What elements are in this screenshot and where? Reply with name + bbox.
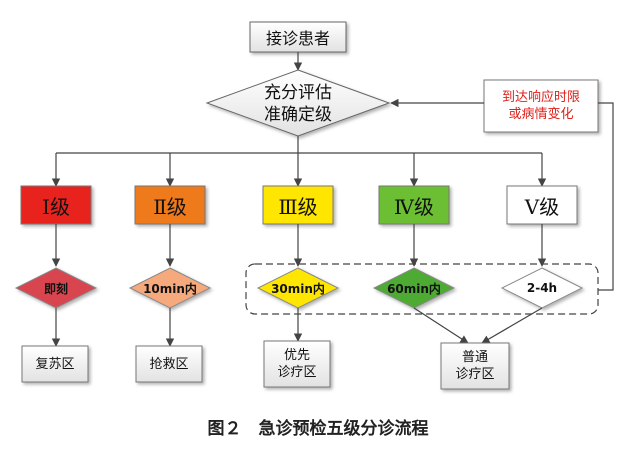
time-2-label: 10min内	[143, 281, 197, 296]
level-2-label: Ⅱ级	[153, 194, 187, 219]
level-3-label: Ⅲ级	[278, 194, 318, 219]
level-5-box	[506, 185, 578, 225]
level-4-box	[378, 185, 450, 225]
figure-caption: 图２ 急诊预检五级分诊流程	[207, 419, 429, 439]
time-4-label: 60min内	[387, 281, 441, 296]
level-3-box	[262, 185, 334, 225]
assess-label: 充分评估 准确定级	[264, 83, 332, 125]
start-box	[249, 21, 347, 53]
dest-priority-box	[263, 340, 331, 388]
time-5-to-dest-arrow	[481, 307, 543, 344]
feedback-box	[483, 79, 599, 133]
time-1-label: 即刻	[43, 281, 68, 296]
start-label: 接诊患者	[265, 29, 330, 48]
dest-resus-box	[21, 345, 89, 383]
feedback-loop-line	[598, 102, 614, 291]
time-5-label: 2-4h	[526, 281, 558, 295]
dashed-group-outline	[245, 263, 599, 315]
level-4-label: Ⅳ级	[394, 194, 434, 219]
dest-resus-label: 复苏区	[35, 356, 75, 372]
dest-rescue-box	[135, 345, 203, 383]
dest-general-box	[440, 342, 510, 390]
dest-rescue-label: 抢救区	[149, 356, 189, 372]
dest-priority-label: 优先 诊疗区	[277, 348, 317, 380]
level-1-label: Ⅰ级	[42, 194, 70, 219]
time-4-to-dest-arrow	[413, 307, 469, 344]
feedback-label: 到达响应时限 或病情变化	[501, 90, 580, 122]
dest-general-label: 普通 诊疗区	[455, 350, 495, 382]
time-3-label: 30min内	[271, 281, 325, 296]
level-5-label: Ⅴ级	[524, 194, 560, 219]
